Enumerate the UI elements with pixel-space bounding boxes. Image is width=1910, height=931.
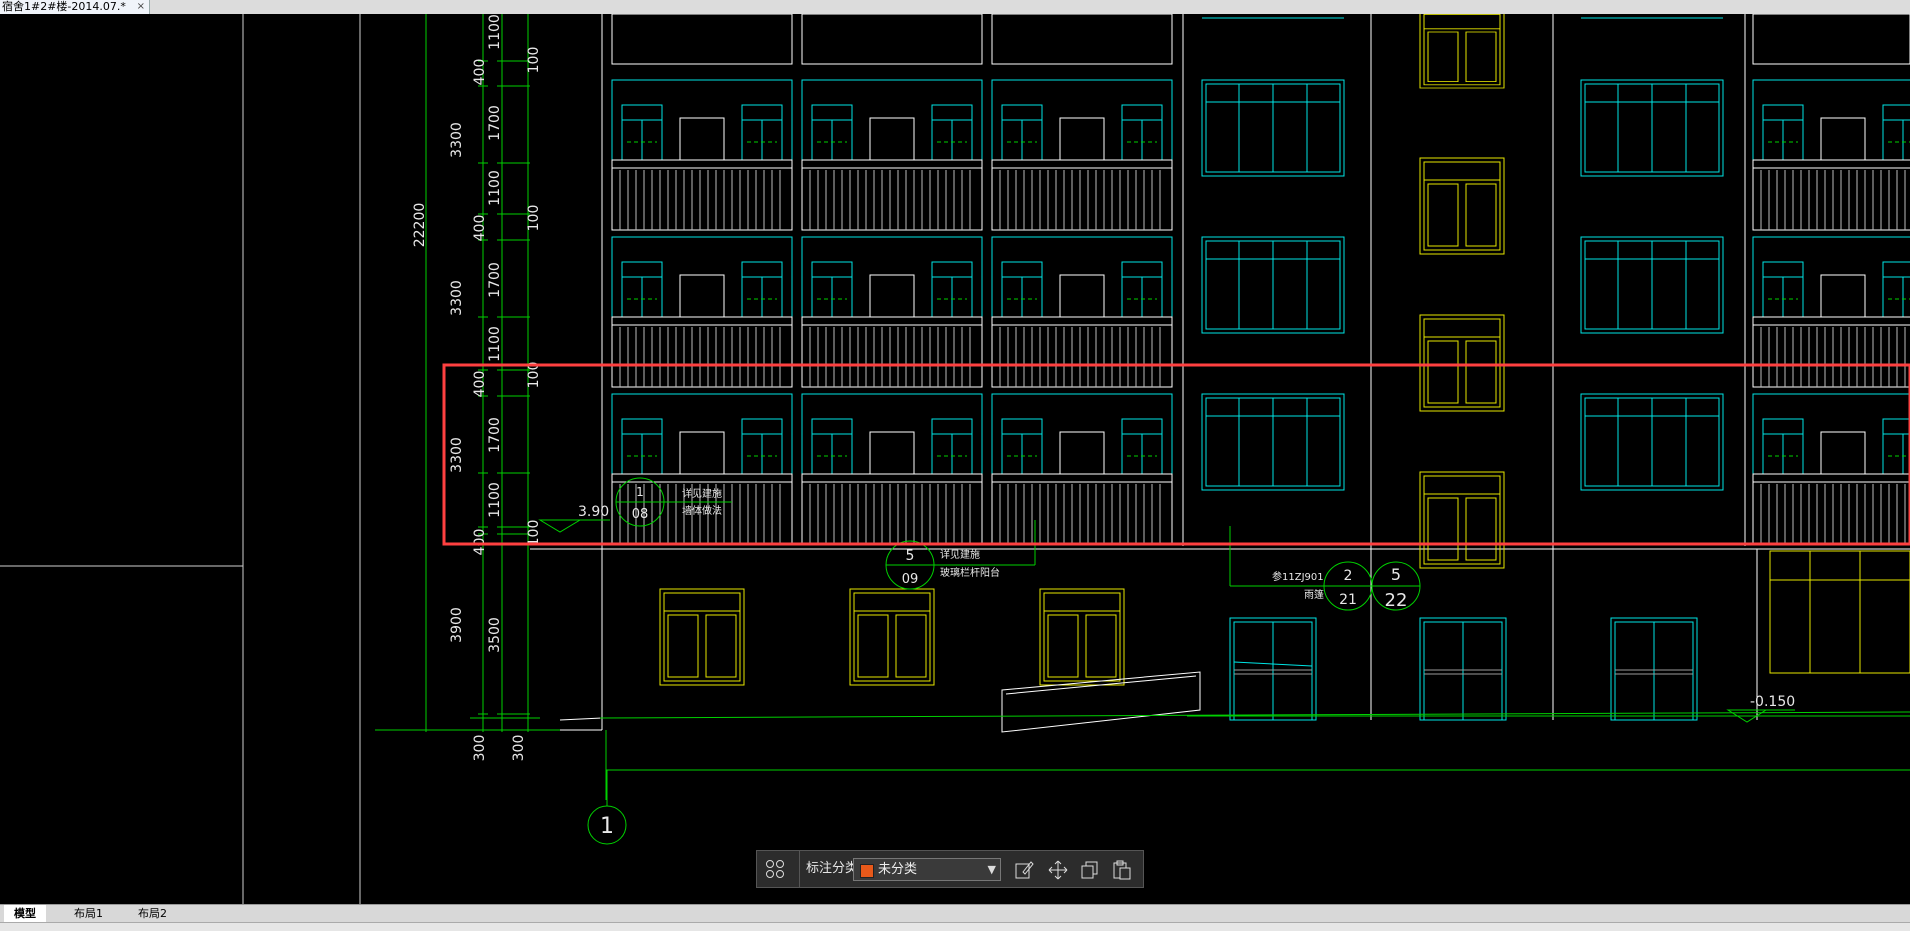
category-color-swatch: [860, 864, 874, 878]
drawing-canvas[interactable]: 22200 3300 3300 3300 3900 1100 400 1700 …: [0, 10, 1910, 904]
elevation-marker: 3.90: [538, 504, 610, 533]
elevation-marker: -0.150: [1726, 694, 1795, 723]
dim-segment: 400: [472, 215, 488, 242]
tab-layout1[interactable]: 布局1: [74, 907, 103, 920]
grid-axis-bubble: 1: [587, 770, 627, 845]
dim-storey: 3300: [449, 280, 465, 316]
dim-segment: 1700: [487, 105, 503, 141]
tab-model[interactable]: 模型: [4, 905, 46, 922]
detail-callout[interactable]: 2 21 参11ZJ901 雨篷: [1229, 526, 1373, 611]
callout-note: 墙体做法: [682, 504, 722, 517]
callout-sheet: 21: [1339, 592, 1357, 608]
detail-callout[interactable]: 5 09 详见建施 玻璃栏杆阳台: [885, 520, 1036, 590]
dim-segment: 100: [526, 205, 542, 232]
balcony-units: [611, 13, 1910, 545]
building-outline: [530, 14, 1910, 731]
tab-layout2[interactable]: 布局2: [138, 907, 167, 920]
dim-segment: 3500: [487, 617, 503, 653]
callout-sheet: 09: [902, 572, 919, 587]
dim-segment: 1700: [487, 262, 503, 298]
layout-tabs: 模型 布局1 布局2: [0, 904, 1910, 923]
callout-sheet: 08: [632, 507, 649, 522]
callout-note: 详见建施: [940, 548, 980, 561]
dim-segment: 100: [526, 520, 542, 547]
dim-storey: 3300: [449, 122, 465, 158]
ground-floor: [599, 550, 1910, 800]
viewport-borders: [0, 14, 361, 904]
dim-segment: 100: [526, 47, 542, 74]
dim-segment: 400: [472, 59, 488, 86]
move-icon[interactable]: [1047, 859, 1069, 881]
grid-icon[interactable]: [765, 859, 785, 879]
dim-segment: 1700: [487, 417, 503, 453]
paste-icon[interactable]: [1111, 859, 1133, 881]
facade-windows: [659, 10, 1724, 686]
document-tab[interactable]: 宿舍1#2#楼-2014.07.* ×: [0, 0, 150, 14]
dim-base: 300: [472, 735, 488, 762]
annotation-toolbar: 标注分类 未分类 ▼: [756, 850, 1144, 888]
dim-segment: 1100: [487, 170, 503, 206]
dim-storey: 3300: [449, 437, 465, 473]
dim-segment: 400: [472, 529, 488, 556]
chevron-down-icon[interactable]: ▼: [987, 863, 996, 876]
dim-segment: 1100: [487, 14, 503, 50]
detail-callout[interactable]: 5 22: [1371, 561, 1421, 611]
elevation-ground: -0.150: [1750, 694, 1795, 710]
dim-storey: 3900: [449, 607, 465, 643]
ramp: [1001, 671, 1201, 733]
edit-icon[interactable]: [1013, 859, 1035, 881]
category-selected-value: 未分类: [878, 862, 918, 877]
dimension-ticks: [478, 60, 530, 715]
dim-base: 300: [511, 735, 527, 762]
close-icon[interactable]: ×: [136, 1, 145, 12]
callout-note: 雨篷: [1304, 588, 1324, 601]
dimension-texts: 22200 3300 3300 3300 3900 1100 400 1700 …: [412, 14, 542, 761]
callout-number: 5: [1391, 565, 1401, 584]
callout-sheet: 22: [1385, 590, 1408, 611]
callout-number: 5: [906, 548, 915, 564]
callout-number: 2: [1344, 568, 1353, 584]
dimension-lines: [375, 14, 600, 732]
dim-segment: 400: [472, 371, 488, 398]
status-bar: [0, 922, 1910, 931]
dim-segment: 1100: [487, 326, 503, 362]
annotation-category-label: 标注分类: [799, 851, 858, 887]
dim-total: 22200: [412, 203, 428, 248]
callout-ref: 参11ZJ901: [1272, 570, 1324, 583]
dim-segment: 100: [526, 362, 542, 389]
callout-number: 1: [636, 485, 644, 499]
callout-note: 详见建施: [682, 487, 722, 500]
elevation-3-90: 3.90: [578, 504, 609, 520]
detail-callout[interactable]: 1 08 详见建施 墙体做法: [615, 477, 732, 527]
selection-rectangle[interactable]: [442, 363, 1910, 546]
callout-note: 玻璃栏杆阳台: [940, 566, 1000, 579]
title-bar: 宿舍1#2#楼-2014.07.* ×: [0, 0, 1910, 14]
document-tab-title: 宿舍1#2#楼-2014.07.*: [2, 0, 126, 13]
copy-icon[interactable]: [1079, 859, 1101, 881]
grid-axis-label: 1: [600, 814, 614, 839]
annotation-category-select[interactable]: 未分类 ▼: [853, 858, 1001, 881]
dim-segment: 1100: [487, 482, 503, 518]
